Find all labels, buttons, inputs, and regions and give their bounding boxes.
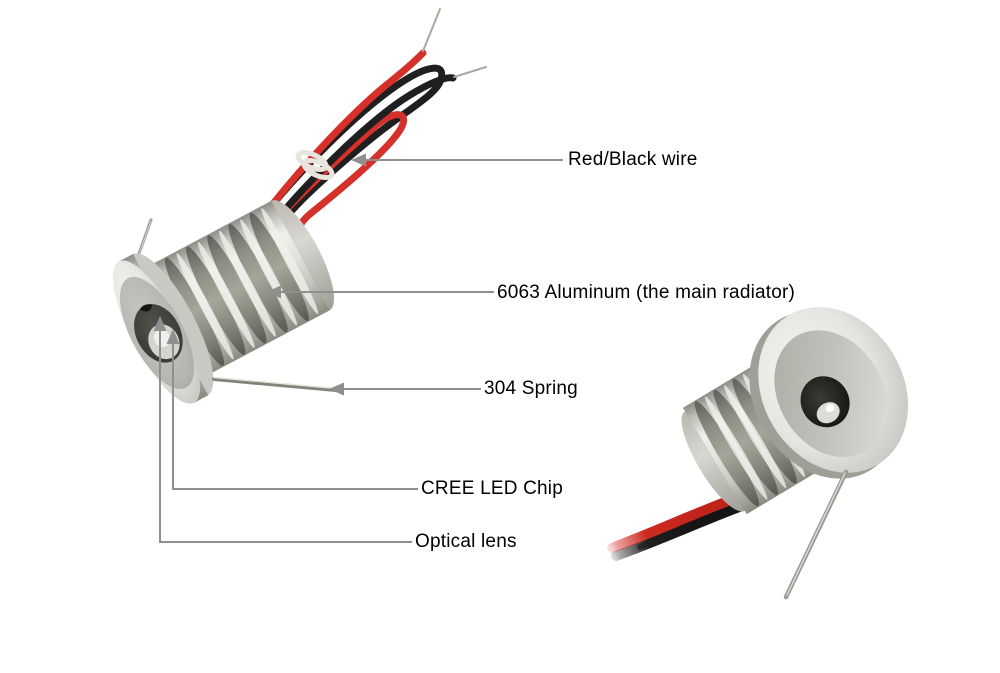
leader-line-aluminum (266, 285, 494, 299)
leader-line-chip (166, 329, 418, 490)
black-wire-main (256, 74, 457, 244)
arrowhead-lens (153, 316, 167, 331)
led-spotlight-left-view (112, 8, 487, 404)
label-aluminum-radiator: 6063 Aluminum (the main radiator) (497, 282, 796, 303)
label-cree-led-chip: CREE LED Chip (421, 478, 563, 499)
aluminum-radiator-body (112, 200, 335, 404)
led-spotlight-right-view (607, 307, 909, 600)
led-chip-glint (153, 329, 171, 348)
label-304-spring: 304 Spring (484, 378, 578, 399)
arrowhead-wire (351, 153, 366, 167)
lens-glint-right (825, 403, 835, 413)
aluminum-radiator-body-right (681, 307, 909, 515)
spring-pin-right (783, 469, 849, 600)
arrowhead-aluminum (266, 285, 281, 299)
cable-tie (295, 149, 335, 181)
red-black-wire-right (607, 492, 747, 561)
lens-shadow-notch (139, 304, 153, 312)
annotation-lines (153, 153, 563, 543)
red-wire-main (246, 49, 427, 238)
heatsink-fins (164, 208, 319, 366)
leader-line-lens (153, 316, 412, 543)
leader-line-wire (351, 153, 563, 167)
label-red-black-wire: Red/Black wire (568, 149, 698, 170)
arrowhead-spring (329, 382, 344, 396)
arrowhead-chip (166, 329, 180, 344)
red-wire-bare-tip (422, 8, 441, 52)
leader-line-spring (329, 382, 481, 396)
spring-pin-bottom (212, 376, 338, 392)
label-optical-lens: Optical lens (415, 531, 517, 552)
black-wire-bare-tip (453, 66, 487, 78)
